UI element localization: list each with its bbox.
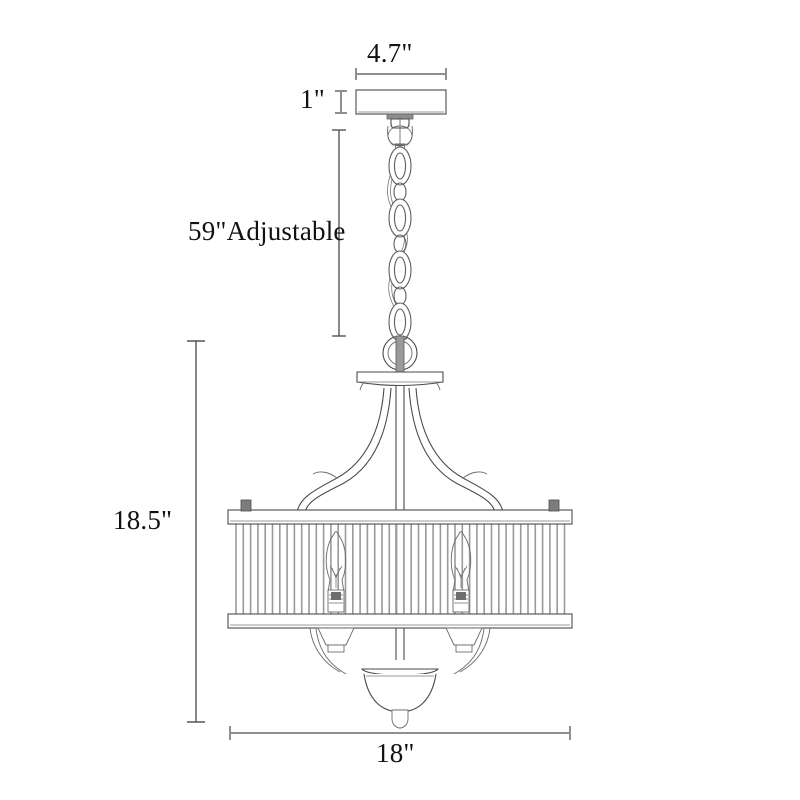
dimension-label-canopy-width: 4.7" [367, 38, 413, 68]
shade-top-ring [227, 509, 573, 525]
canopy-loop [386, 113, 414, 152]
dimension-fixture-height [187, 340, 205, 723]
dimension-chain-drop [332, 129, 346, 337]
dimension-label-fixture-width: 18" [376, 738, 415, 768]
dimension-fixture-width [229, 726, 571, 740]
dimension-canopy-width [355, 68, 447, 80]
dimension-canopy-height [335, 90, 347, 114]
dimension-label-canopy-height: 1" [300, 84, 325, 114]
chain-mount-ring [382, 335, 418, 373]
bottom-bowl-finial [361, 668, 439, 729]
dimension-label-chain-drop: 59"Adjustable [188, 216, 346, 246]
suspension-chain [387, 146, 412, 342]
support-disc [356, 371, 444, 391]
ceiling-canopy [355, 89, 447, 115]
shade-slats [235, 522, 566, 616]
lower-socket-arms [309, 627, 491, 675]
shade-bottom-ring [227, 613, 573, 629]
dimension-label-fixture-height: 18.5" [113, 505, 173, 535]
candle-bulb-left [325, 531, 347, 613]
candle-bulb-right [450, 531, 472, 613]
shade-finial-left [240, 499, 252, 512]
shade-finial-right [548, 499, 560, 512]
slatted-drum-shade [227, 499, 573, 629]
ogee-curved-arms [296, 387, 504, 513]
